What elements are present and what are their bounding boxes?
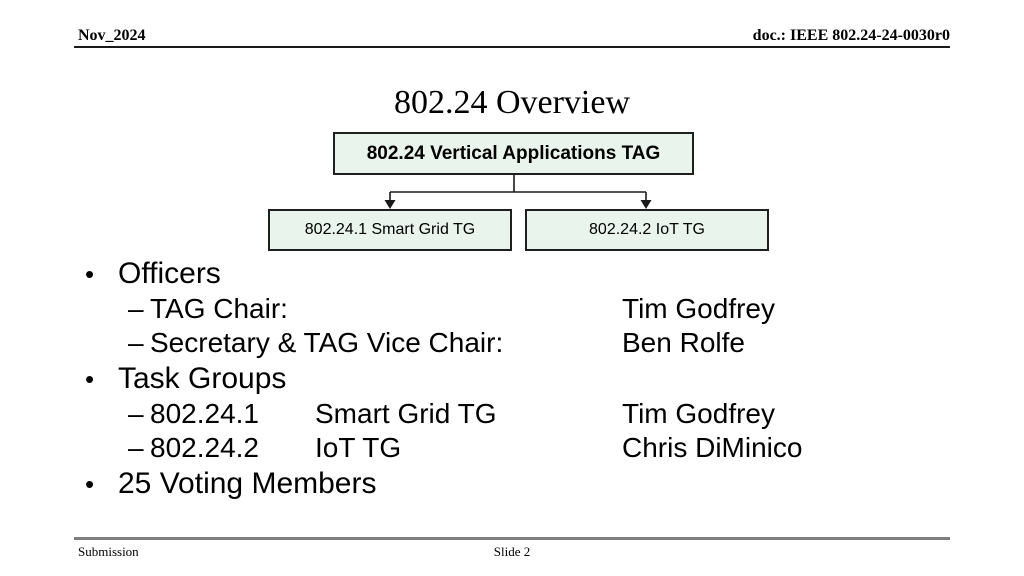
dash-marker: –: [128, 432, 144, 463]
person-name: Chris DiMinico: [622, 432, 803, 463]
org-box-iot-tg: 802.24.2 IoT TG: [525, 209, 769, 251]
arrow-down-icon: [384, 200, 396, 209]
bullet-marker: •: [85, 259, 95, 289]
bullet-marker: •: [85, 364, 95, 394]
header-divider: [74, 46, 950, 48]
bullet-marker: •: [85, 469, 95, 499]
person-name: Tim Godfrey: [622, 398, 775, 429]
role-label: TAG Chair:: [150, 293, 288, 324]
dash-marker: –: [128, 293, 144, 324]
sub-item-secretary: – Secretary & TAG Vice Chair: Ben Rolfe: [85, 327, 985, 363]
bullet-text: 25 Voting Members: [118, 467, 377, 500]
tg-name: Smart Grid TG: [315, 398, 497, 429]
bullet-item-task-groups: • Task Groups: [85, 362, 985, 398]
sub-item-802-24-1: – 802.24.1 Smart Grid TG Tim Godfrey: [85, 398, 985, 434]
bullet-text: Officers: [118, 257, 221, 290]
footer-submission-label: Submission: [78, 544, 139, 559]
sub-item-802-24-2: – 802.24.2 IoT TG Chris DiMinico: [85, 432, 985, 468]
bullet-text: Task Groups: [118, 362, 287, 395]
role-label: Secretary & TAG Vice Chair:: [150, 327, 504, 358]
org-box-root: 802.24 Vertical Applications TAG: [333, 132, 694, 175]
dash-marker: –: [128, 327, 144, 358]
tg-number: 802.24.1: [150, 398, 259, 429]
header-date: Nov_2024: [78, 27, 146, 44]
person-name: Ben Rolfe: [622, 327, 745, 358]
sub-item-tag-chair: – TAG Chair: Tim Godfrey: [85, 293, 985, 329]
footer-slide-number: Slide 2: [493, 544, 531, 559]
person-name: Tim Godfrey: [622, 293, 775, 324]
bullet-item-officers: • Officers: [85, 257, 985, 293]
tg-number: 802.24.2: [150, 432, 259, 463]
tg-name: IoT TG: [315, 432, 402, 463]
header-doc-number: doc.: IEEE 802.24-24-0030r0: [752, 27, 950, 44]
page-title: 802.24 Overview: [393, 84, 631, 121]
bullet-item-voting-members: • 25 Voting Members: [85, 467, 985, 503]
dash-marker: –: [128, 398, 144, 429]
footer-divider: [74, 537, 950, 540]
arrow-down-icon: [640, 200, 652, 209]
org-box-smart-grid-tg: 802.24.1 Smart Grid TG: [268, 209, 512, 251]
